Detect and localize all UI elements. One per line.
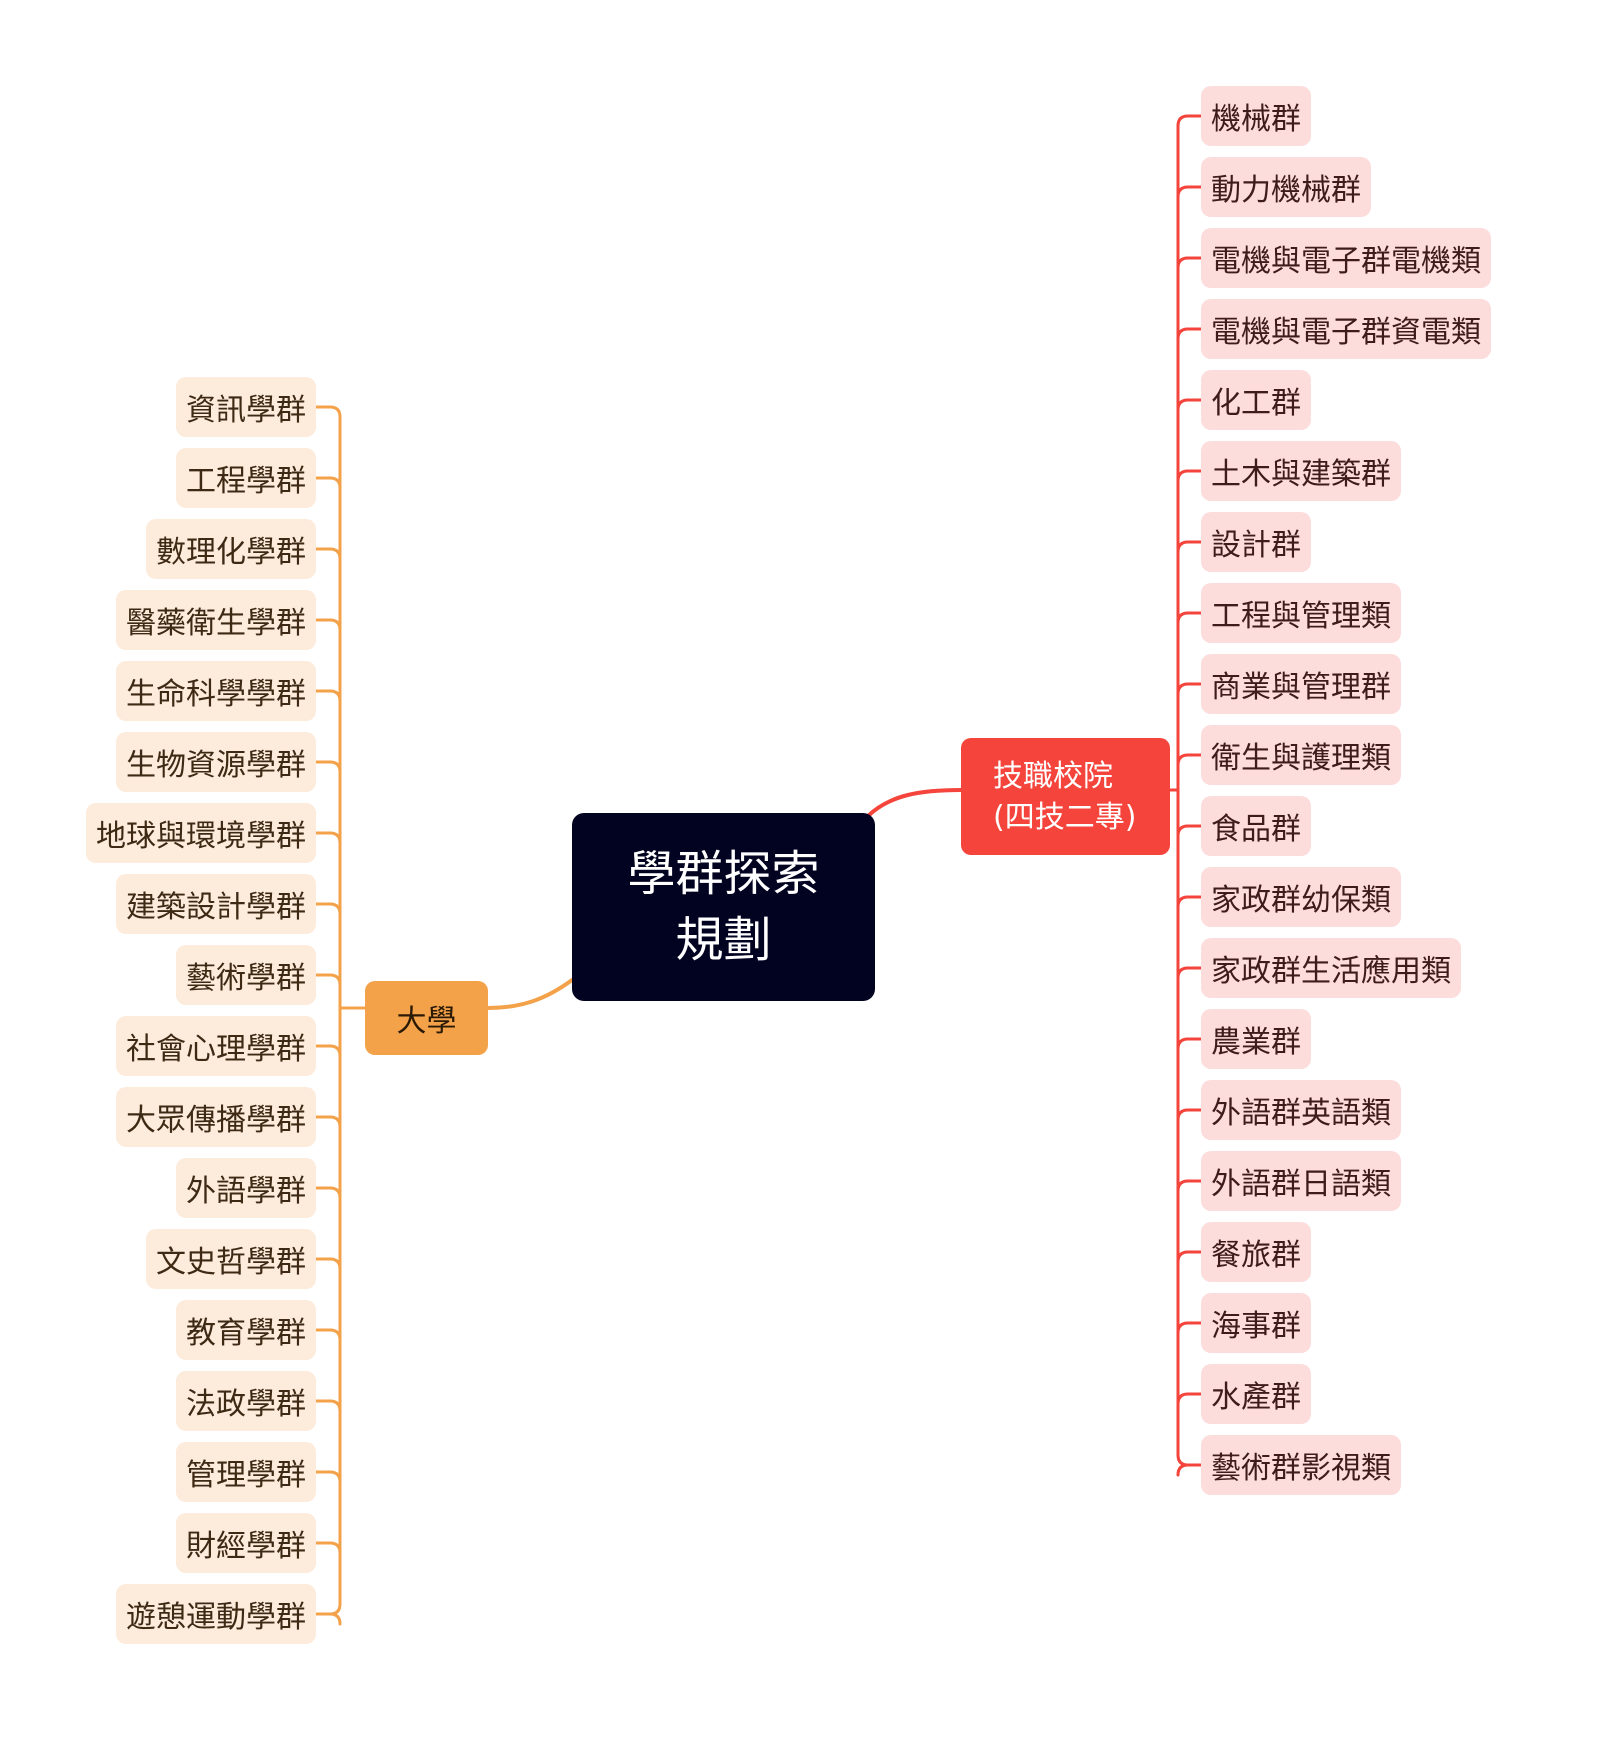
connector-line — [314, 1541, 342, 1555]
connector-line — [314, 405, 342, 419]
connector-line — [1176, 611, 1203, 625]
leaf-vocational[interactable]: 工程與管理類 — [1201, 583, 1401, 643]
leaf-university[interactable]: 社會心理學群 — [116, 1016, 316, 1076]
root-topic-line-1: 學群探索 — [627, 846, 820, 902]
connector-line — [314, 1470, 342, 1484]
connector-line — [1176, 469, 1203, 483]
connector-line — [314, 760, 342, 774]
branch-university[interactable]: 大學 — [365, 981, 488, 1055]
leaf-university[interactable]: 醫藥衛生學群 — [116, 590, 316, 650]
connector-line — [1176, 753, 1203, 767]
connector-line — [314, 547, 342, 561]
leaf-university[interactable]: 外語學群 — [176, 1158, 316, 1218]
branch-vocational[interactable]: 技職校院 (四技二專) — [961, 738, 1170, 855]
connector-line — [1176, 327, 1203, 341]
connector-line — [1176, 895, 1203, 909]
leaf-vocational[interactable]: 水產群 — [1201, 1364, 1311, 1424]
connector-line — [314, 902, 342, 916]
branch-university-label: 大學 — [396, 1004, 457, 1039]
leaf-university[interactable]: 數理化學群 — [146, 519, 316, 579]
connector-line — [314, 1399, 342, 1413]
connector-line — [1176, 540, 1203, 554]
connector-line — [314, 1612, 342, 1626]
leaf-university[interactable]: 藝術學群 — [176, 945, 316, 1005]
leaf-vocational[interactable]: 食品群 — [1201, 796, 1311, 856]
leaf-vocational[interactable]: 動力機械群 — [1201, 157, 1371, 217]
connector-line — [1176, 682, 1203, 696]
leaf-vocational[interactable]: 家政群生活應用類 — [1201, 938, 1461, 998]
leaf-vocational[interactable]: 衛生與護理類 — [1201, 725, 1401, 785]
leaf-university[interactable]: 大眾傳播學群 — [116, 1087, 316, 1147]
connector-line — [314, 1257, 342, 1271]
leaf-vocational[interactable]: 海事群 — [1201, 1293, 1311, 1353]
leaf-vocational[interactable]: 藝術群影視類 — [1201, 1435, 1401, 1495]
leaf-vocational[interactable]: 農業群 — [1201, 1009, 1311, 1069]
connector-line — [314, 1328, 342, 1342]
leaf-university[interactable]: 生物資源學群 — [116, 732, 316, 792]
leaf-vocational[interactable]: 電機與電子群資電類 — [1201, 299, 1491, 359]
leaf-university[interactable]: 工程學群 — [176, 448, 316, 508]
connector-line — [1176, 1250, 1203, 1264]
leaf-vocational[interactable]: 電機與電子群電機類 — [1201, 228, 1491, 288]
connector-line — [1176, 124, 1190, 1467]
connector-line — [314, 618, 342, 632]
leaf-university[interactable]: 地球與環境學群 — [86, 803, 316, 863]
connector-line — [1176, 1463, 1203, 1477]
root-topic-line-2: 規劃 — [675, 912, 772, 968]
leaf-vocational[interactable]: 設計群 — [1201, 512, 1311, 572]
leaf-vocational[interactable]: 化工群 — [1201, 370, 1311, 430]
root-topic[interactable]: 學群探索 規劃 — [572, 813, 875, 1001]
leaf-university[interactable]: 資訊學群 — [176, 377, 316, 437]
connector-line — [486, 978, 574, 1010]
connector-line — [1176, 256, 1203, 270]
connector-line — [1176, 1392, 1203, 1406]
connector-line — [314, 831, 342, 845]
connector-line — [1176, 114, 1203, 128]
connector-line — [328, 415, 342, 1616]
connector-line — [1176, 1179, 1203, 1193]
leaf-vocational[interactable]: 土木與建築群 — [1201, 441, 1401, 501]
leaf-university[interactable]: 遊憩運動學群 — [116, 1584, 316, 1644]
connector-line — [1176, 966, 1203, 980]
leaf-vocational[interactable]: 外語群英語類 — [1201, 1080, 1401, 1140]
leaf-university[interactable]: 管理學群 — [176, 1442, 316, 1502]
connector-line — [1176, 824, 1203, 838]
connector-line — [1176, 185, 1203, 199]
leaf-university[interactable]: 法政學群 — [176, 1371, 316, 1431]
branch-vocational-line-1: 技職校院 — [993, 758, 1113, 794]
connector-line — [314, 1115, 342, 1129]
leaf-university[interactable]: 文史哲學群 — [146, 1229, 316, 1289]
connector-line — [866, 788, 963, 818]
leaf-vocational[interactable]: 商業與管理群 — [1201, 654, 1401, 714]
leaf-vocational[interactable]: 餐旅群 — [1201, 1222, 1311, 1282]
leaf-vocational[interactable]: 家政群幼保類 — [1201, 867, 1401, 927]
connector-line — [1176, 1037, 1203, 1051]
connector-line — [314, 476, 342, 490]
connector-line — [314, 1186, 342, 1200]
connector-line — [1176, 1108, 1203, 1122]
leaf-university[interactable]: 建築設計學群 — [116, 874, 316, 934]
leaf-vocational[interactable]: 外語群日語類 — [1201, 1151, 1401, 1211]
connector-line — [1176, 1321, 1203, 1335]
connector-line — [314, 689, 342, 703]
branch-vocational-line-2: (四技二專) — [993, 799, 1137, 835]
connector-line — [314, 1044, 342, 1058]
connector-line — [314, 973, 342, 987]
leaf-university[interactable]: 財經學群 — [176, 1513, 316, 1573]
leaf-university[interactable]: 教育學群 — [176, 1300, 316, 1360]
leaf-vocational[interactable]: 機械群 — [1201, 86, 1311, 146]
connector-line — [1176, 398, 1203, 412]
leaf-university[interactable]: 生命科學學群 — [116, 661, 316, 721]
